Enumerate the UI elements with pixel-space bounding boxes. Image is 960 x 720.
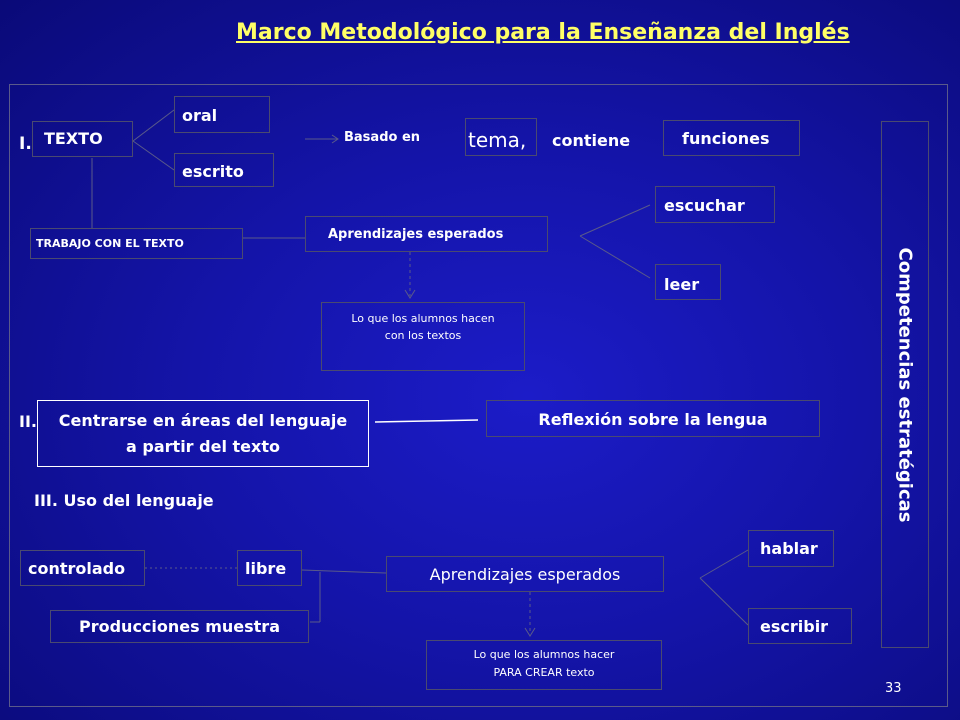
connector-aprendizajes-hablar: [699, 549, 749, 579]
diagram-frame: [9, 84, 948, 707]
connector-aprendizajes-escuchar: [579, 204, 651, 237]
connector-aprendizajes-escribir: [699, 577, 749, 626]
escribir-box: [748, 608, 852, 644]
lo-que-box-1: [321, 302, 525, 371]
hablar-box: [748, 530, 834, 567]
producciones-label: Producciones muestra: [78, 617, 280, 636]
page-number: 33: [885, 681, 902, 696]
controlado-label: controlado: [28, 559, 126, 578]
connector-aprendizajes-leer: [579, 235, 651, 279]
lo-que-2-line2: PARA CREAR texto: [493, 666, 595, 679]
basado-en-label: Basado en: [344, 130, 421, 145]
contiene-label: contiene: [552, 131, 631, 150]
libre-box: [237, 550, 302, 586]
controlado-box: [20, 550, 145, 586]
oral-label: oral: [182, 106, 218, 125]
hablar-label: hablar: [760, 539, 818, 558]
escuchar-label: escuchar: [664, 196, 745, 215]
aprendizajes-box-2: [386, 556, 664, 592]
reflexion-box: [486, 400, 820, 437]
leer-box: [655, 264, 721, 300]
tema-label: tema,: [468, 128, 527, 152]
funciones-box: [663, 120, 800, 156]
connector-centrarse-reflexion: [374, 419, 479, 423]
reflexion-label: Reflexión sobre la lengua: [538, 410, 768, 429]
centrarse-line2: a partir del texto: [126, 437, 280, 456]
leer-label: leer: [664, 275, 700, 294]
aprendizajes-label-1: Aprendizajes esperados: [328, 227, 504, 242]
tema-box: [465, 118, 537, 156]
escuchar-box: [655, 186, 775, 223]
libre-label: libre: [245, 559, 287, 578]
funciones-label: funciones: [682, 129, 770, 148]
trabajo-box: [30, 228, 243, 259]
aprendizajes-label-2: Aprendizajes esperados: [429, 565, 621, 584]
connector-texto-escrito: [132, 140, 175, 171]
escribir-label: escribir: [760, 617, 829, 636]
centrarse-line1: Centrarse en áreas del lenguaje: [58, 411, 348, 430]
texto-box: [32, 121, 133, 157]
producciones-box: [50, 610, 309, 643]
numeral-1: I.: [19, 134, 32, 154]
aprendizajes-box-1: [305, 216, 548, 252]
escrito-box: [174, 153, 274, 187]
oral-box: [174, 96, 270, 133]
competencias-label: Competencias estratégicas: [894, 247, 916, 522]
competencias-box: Competencias estratégicas: [881, 121, 929, 648]
section3-heading: III. Uso del lenguaje: [34, 491, 214, 510]
lo-que-1-line1: Lo que los alumnos hacen: [351, 312, 495, 325]
page-title: Marco Metodológico para la Enseñanza del…: [236, 20, 850, 45]
escrito-label: escrito: [182, 162, 244, 181]
connector-texto-oral: [132, 109, 175, 142]
centrarse-box: [37, 400, 369, 467]
lo-que-2-line1: Lo que los alumnos hacer: [473, 648, 615, 661]
connector-libre-aprendizajes: [301, 569, 387, 574]
texto-label: TEXTO: [44, 129, 103, 148]
lo-que-box-2: [426, 640, 662, 690]
numeral-2: II.: [19, 412, 37, 431]
trabajo-label: TRABAJO CON EL TEXTO: [36, 237, 184, 250]
lo-que-1-line2: con los textos: [384, 329, 462, 342]
